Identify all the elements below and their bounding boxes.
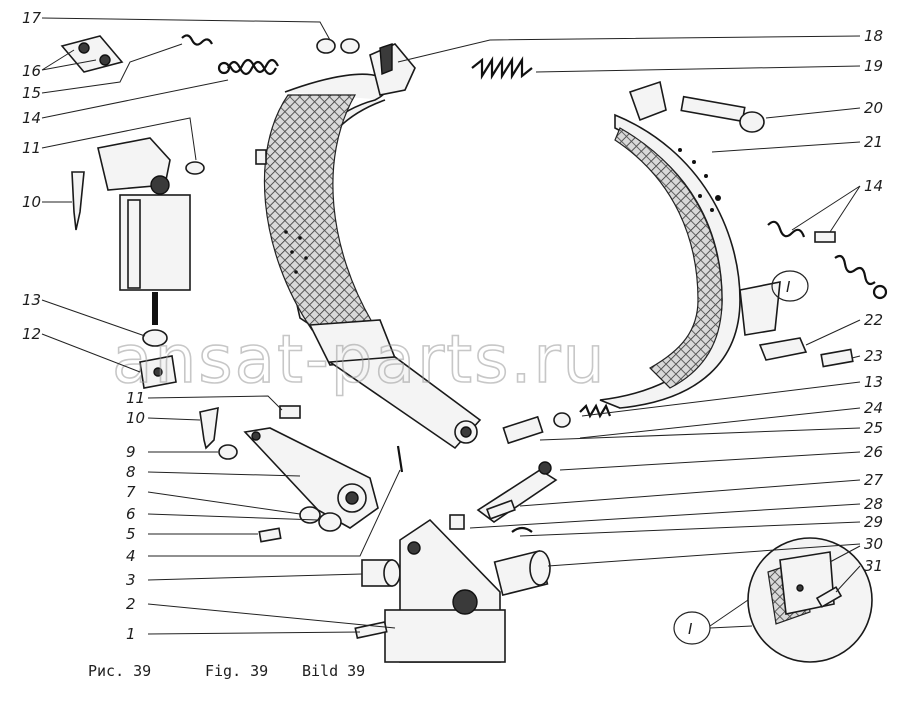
caption-de: Bild 39 xyxy=(302,662,365,680)
label-2: 2 xyxy=(126,595,136,613)
label-21: 21 xyxy=(864,133,883,151)
label-4: 4 xyxy=(126,547,136,565)
label-19: 19 xyxy=(864,57,883,75)
label-9: 9 xyxy=(126,443,136,461)
leader-lines xyxy=(41,17,861,635)
nut-17 xyxy=(316,38,360,54)
label-12: 12 xyxy=(22,325,41,343)
label-24: 24 xyxy=(864,399,883,417)
label-11-top: 11 xyxy=(22,139,41,157)
bushing-3 xyxy=(361,559,401,587)
lever-26-27 xyxy=(476,461,558,523)
cotter-4 xyxy=(396,445,404,473)
label-27: 27 xyxy=(864,471,884,489)
label-3: 3 xyxy=(126,571,136,589)
bracket-base xyxy=(384,518,506,663)
label-11-bottom: 11 xyxy=(126,389,145,407)
label-23: 23 xyxy=(864,347,883,365)
label-7: 7 xyxy=(126,483,136,501)
label-20: 20 xyxy=(864,99,883,117)
label-17: 17 xyxy=(22,9,42,27)
spring-19 xyxy=(471,56,533,80)
detail-callout-label: I xyxy=(688,620,693,638)
pin-28 xyxy=(449,514,533,533)
detail-marker-label: I xyxy=(786,278,791,296)
label-5: 5 xyxy=(126,525,136,543)
label-26: 26 xyxy=(864,443,883,461)
label-16: 16 xyxy=(22,62,41,80)
label-13-left: 13 xyxy=(22,291,41,309)
block-12 xyxy=(139,355,177,389)
bushing-29 xyxy=(493,549,551,597)
label-18: 18 xyxy=(864,27,883,45)
brake-cylinder xyxy=(97,137,205,325)
label-25: 25 xyxy=(864,419,883,437)
label-30: 30 xyxy=(864,535,883,553)
bolt-20 xyxy=(680,95,765,133)
nut-9 xyxy=(218,444,238,460)
left-brake-band xyxy=(255,43,482,450)
label-29: 29 xyxy=(864,513,883,531)
caption-en: Fig. 39 xyxy=(205,662,268,680)
band-rivets-right xyxy=(678,148,721,212)
label-6: 6 xyxy=(126,505,136,523)
pin-5 xyxy=(258,527,282,543)
bolt-23 xyxy=(820,348,854,368)
label-28: 28 xyxy=(864,495,883,513)
label-8: 8 xyxy=(126,463,136,481)
detail-circle xyxy=(747,537,873,663)
pin-10-bottom xyxy=(199,406,219,450)
label-14-left: 14 xyxy=(22,109,41,127)
label-1: 1 xyxy=(126,625,136,643)
spring-14-left xyxy=(217,58,279,76)
caption-ru: Рис. 39 xyxy=(88,662,151,680)
watermark: ansat-parts.ru xyxy=(112,321,606,398)
label-15: 15 xyxy=(22,84,41,102)
pin-10-top xyxy=(71,171,85,231)
label-22: 22 xyxy=(864,311,883,329)
spring-15-hook xyxy=(181,34,213,46)
label-13-right: 13 xyxy=(864,373,883,391)
label-14-right: 14 xyxy=(864,177,883,195)
plate-16 xyxy=(60,35,124,73)
spring-14-right xyxy=(767,220,888,300)
right-brake-band xyxy=(599,80,781,409)
adjuster-24-25 xyxy=(502,403,612,445)
label-10-bottom: 10 xyxy=(126,409,145,427)
band-rivets xyxy=(284,230,308,274)
clip-22 xyxy=(758,337,808,361)
washer-7-6 xyxy=(299,506,342,532)
bolt-11-lower xyxy=(279,405,301,419)
nut-13-left xyxy=(142,329,168,347)
label-31: 31 xyxy=(864,557,883,575)
label-10-top: 10 xyxy=(22,193,41,211)
detail-marker-oval xyxy=(771,270,809,302)
